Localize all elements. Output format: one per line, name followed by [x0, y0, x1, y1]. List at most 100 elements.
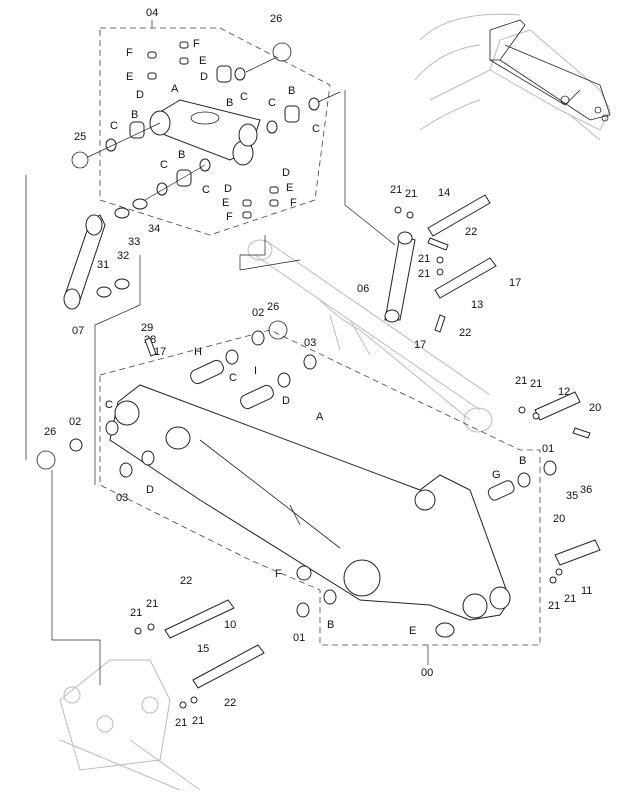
callout-21: 21 — [405, 188, 417, 200]
group-label-04: 04 — [146, 7, 158, 19]
callout-25: 25 — [74, 131, 86, 143]
callout-E: E — [199, 55, 206, 67]
callout-H: H — [194, 346, 202, 358]
callout-01: 01 — [542, 443, 554, 455]
callout-11: 11 — [581, 585, 592, 597]
callout-22: 22 — [459, 327, 471, 339]
callout-31: 31 — [97, 259, 109, 271]
callout-C: C — [240, 91, 248, 103]
callout-F: F — [126, 47, 133, 59]
callout-21: 21 — [418, 268, 430, 280]
callout-22: 22 — [180, 575, 192, 587]
callout-D: D — [282, 167, 290, 179]
callout-14: 14 — [438, 187, 450, 199]
callout-B: B — [288, 85, 295, 97]
callout-12: 12 — [558, 386, 570, 398]
callout-21: 21 — [418, 253, 430, 265]
arm-group-boundary — [99, 329, 541, 646]
callout-35: 35 — [566, 490, 578, 502]
arm-cylinder — [247, 239, 493, 433]
callout-A: A — [171, 83, 179, 95]
callout-G: G — [492, 469, 501, 481]
link-part-a — [149, 99, 261, 166]
callout-32: 32 — [117, 250, 129, 262]
callout-36: 36 — [580, 484, 592, 496]
callout-B: B — [327, 619, 334, 631]
callout-E: E — [286, 182, 293, 194]
bucket-linkage — [59, 599, 265, 791]
callout-15: 15 — [197, 643, 209, 655]
callout-22: 22 — [465, 226, 477, 238]
callout-B: B — [519, 455, 526, 467]
callout-D: D — [282, 395, 290, 407]
callout-C: C — [229, 372, 237, 384]
callout-02: 02 — [252, 307, 264, 319]
callout-I: I — [254, 365, 257, 377]
callout-F: F — [193, 38, 200, 50]
callout-03: 03 — [304, 337, 316, 349]
callout-22: 22 — [224, 697, 236, 709]
callout-21: 21 — [548, 600, 560, 612]
callout-21: 21 — [130, 607, 142, 619]
callout-labels: 26 25 F F E E D D A B C B C C B C B C C … — [44, 13, 601, 729]
callout-21: 21 — [192, 715, 204, 727]
callout-10: 10 — [224, 619, 236, 631]
group-label-00: 00 — [421, 667, 433, 679]
callout-B: B — [131, 109, 138, 121]
callout-B: B — [226, 97, 233, 109]
callout-21: 21 — [390, 184, 402, 196]
callout-A: A — [316, 411, 324, 423]
callout-26: 26 — [270, 13, 282, 25]
callout-03: 03 — [116, 492, 128, 504]
callout-17: 17 — [154, 346, 166, 358]
link-07 — [63, 198, 148, 310]
callout-C: C — [312, 123, 320, 135]
grease-fittings — [147, 41, 279, 219]
bushings-group-04 — [71, 42, 341, 201]
callout-C: C — [202, 184, 210, 196]
callout-20: 20 — [589, 402, 601, 414]
callout-20: 20 — [553, 513, 565, 525]
callout-C: C — [105, 399, 113, 411]
callout-E: E — [126, 71, 133, 83]
callout-E: E — [409, 625, 416, 637]
callout-17: 17 — [414, 339, 426, 351]
callout-13: 13 — [471, 299, 483, 311]
callout-E: E — [222, 197, 229, 209]
callout-D: D — [224, 183, 232, 195]
callout-21: 21 — [530, 378, 542, 390]
callout-F: F — [290, 197, 297, 209]
callout-21: 21 — [146, 598, 158, 610]
callout-B: B — [178, 149, 185, 161]
link-group-boundary — [99, 27, 331, 236]
callout-D: D — [200, 71, 208, 83]
callout-C: C — [160, 159, 168, 171]
callout-D: D — [136, 89, 144, 101]
callout-02: 02 — [69, 416, 81, 428]
callout-21: 21 — [564, 593, 576, 605]
link-06 — [384, 194, 497, 333]
callout-26: 26 — [267, 301, 279, 313]
arm-body — [109, 384, 511, 621]
pins-12-11 — [534, 391, 601, 566]
callout-17: 17 — [509, 277, 521, 289]
callout-01: 01 — [293, 632, 305, 644]
overview-inset — [414, 13, 611, 141]
callout-21: 21 — [175, 717, 187, 729]
nuts-and-bolts — [134, 206, 563, 709]
callout-29: 29 — [141, 322, 153, 334]
callout-F: F — [226, 211, 233, 223]
callout-D: D — [146, 484, 154, 496]
callout-06: 06 — [357, 283, 369, 295]
leader-lines — [25, 90, 396, 685]
callout-34: 34 — [148, 223, 160, 235]
callout-21: 21 — [515, 375, 527, 387]
callout-33: 33 — [128, 236, 140, 248]
callout-C: C — [110, 120, 118, 132]
callout-C: C — [268, 97, 276, 109]
callout-26: 26 — [44, 426, 56, 438]
arm-bushings — [36, 320, 557, 638]
callout-07: 07 — [72, 325, 84, 337]
callout-F: F — [275, 568, 282, 580]
